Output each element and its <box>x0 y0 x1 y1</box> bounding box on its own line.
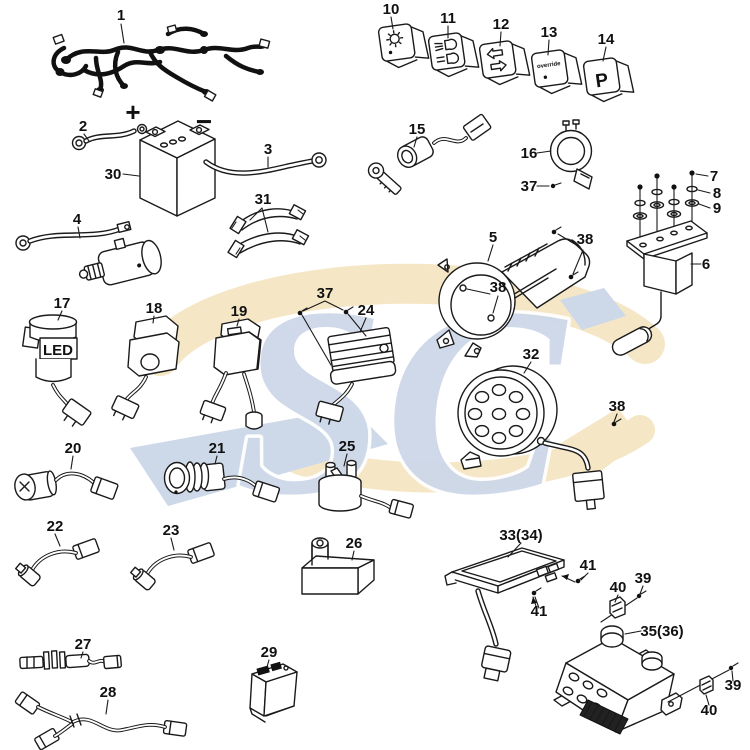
part-label-3: 3 <box>264 141 272 158</box>
part-label-26: 26 <box>346 535 363 552</box>
sender-screws-washers <box>632 170 700 243</box>
override-label: override <box>537 61 562 70</box>
cdi-unit <box>249 661 298 723</box>
part-label-18: 18 <box>146 300 163 317</box>
bulb-socket-small <box>14 470 119 501</box>
switch-turn-signal <box>478 40 531 86</box>
screw-column <box>666 184 682 234</box>
part-label-9: 9 <box>713 200 721 217</box>
switch-parking: P <box>582 57 635 103</box>
starter-motor <box>436 226 591 358</box>
part-label-38: 38 <box>609 398 626 415</box>
part-label-5: 5 <box>489 229 497 246</box>
part-label-41: 41 <box>531 603 548 620</box>
part-label-39: 39 <box>635 570 652 587</box>
immobilizer-ring <box>549 119 593 190</box>
socket-wire-22 <box>14 538 100 587</box>
part-label-10: 10 <box>383 1 400 18</box>
meter-bracket-upper <box>600 590 647 623</box>
screw-column <box>632 184 648 243</box>
part-label-25: 25 <box>339 438 356 455</box>
part-label-37: 37 <box>317 285 334 302</box>
part-label-33(34): 33(34) <box>499 527 542 544</box>
part-label-14: 14 <box>598 31 615 48</box>
part-label-2: 2 <box>79 118 87 135</box>
part-label-27: 27 <box>75 636 92 653</box>
part-label-6: 6 <box>702 256 710 273</box>
part-label-35(36): 35(36) <box>640 623 683 640</box>
part-label-28: 28 <box>100 684 117 701</box>
part-label-21: 21 <box>209 440 226 457</box>
voltage-regulator <box>297 306 397 425</box>
sensor-lead-27 <box>19 650 123 670</box>
part-label-15: 15 <box>409 121 426 138</box>
socket-wire-23 <box>129 542 215 591</box>
leader-lines <box>54 16 734 715</box>
part-label-23: 23 <box>163 522 180 539</box>
part-label-38: 38 <box>490 279 507 296</box>
part-label-19: 19 <box>231 303 248 320</box>
part-label-17: 17 <box>54 295 71 312</box>
battery-minus-sign: − <box>196 106 212 137</box>
starter-relay <box>111 315 180 421</box>
part-label-40: 40 <box>610 579 627 596</box>
part-label-40: 40 <box>701 702 718 719</box>
diode-box <box>301 537 375 595</box>
right-arrow-icon <box>490 60 507 72</box>
part-label-12: 12 <box>493 16 510 33</box>
battery-positive-cable <box>71 123 148 151</box>
part-label-30: 30 <box>105 166 122 183</box>
part-label-1: 1 <box>117 7 125 24</box>
fuel-level-sender <box>611 220 708 356</box>
part-label-31: 31 <box>255 191 272 208</box>
cable-straps <box>227 204 310 259</box>
part-label-16: 16 <box>521 145 538 162</box>
part-label-32: 32 <box>523 346 540 363</box>
part-label-13: 13 <box>541 24 558 41</box>
part-label-22: 22 <box>47 518 64 535</box>
high-beam-icon <box>434 38 458 52</box>
ecu-unit <box>553 625 739 735</box>
part-label-39: 39 <box>725 677 742 694</box>
lightbulb-icon <box>386 30 404 48</box>
screw-column <box>684 170 700 229</box>
part-label-24: 24 <box>358 302 375 319</box>
led-label: LED <box>43 342 73 359</box>
screw-column <box>649 173 665 239</box>
battery <box>139 120 216 217</box>
switch-headlight-beam <box>427 32 480 78</box>
low-beam-icon <box>436 52 460 65</box>
part-label-20: 20 <box>65 440 82 457</box>
horn <box>457 365 622 510</box>
ignition-switch <box>367 113 492 195</box>
bulb-socket-large <box>163 461 281 503</box>
flasher-relay <box>199 318 263 430</box>
led-flasher-relay: LED <box>21 314 92 427</box>
part-label-29: 29 <box>261 644 278 661</box>
sub-harness-28 <box>14 691 188 750</box>
instrument-cluster <box>444 547 586 682</box>
part-label-7: 7 <box>710 168 718 185</box>
part-label-41: 41 <box>580 557 597 574</box>
thermo-unit <box>318 459 414 519</box>
part-label-11: 11 <box>440 10 456 27</box>
part-label-38: 38 <box>577 231 594 248</box>
switch-override: override <box>530 49 583 95</box>
part-label-4: 4 <box>73 211 82 228</box>
left-arrow-icon <box>486 47 504 60</box>
battery-negative-cable <box>203 152 327 176</box>
part-label-8: 8 <box>713 185 721 202</box>
battery-plus-sign: + <box>125 97 140 127</box>
ground-cable-starter <box>15 220 162 286</box>
parking-label: P <box>594 70 610 93</box>
switch-lights <box>377 23 430 69</box>
part-label-37: 37 <box>521 178 538 195</box>
wiring-harness <box>51 24 271 102</box>
